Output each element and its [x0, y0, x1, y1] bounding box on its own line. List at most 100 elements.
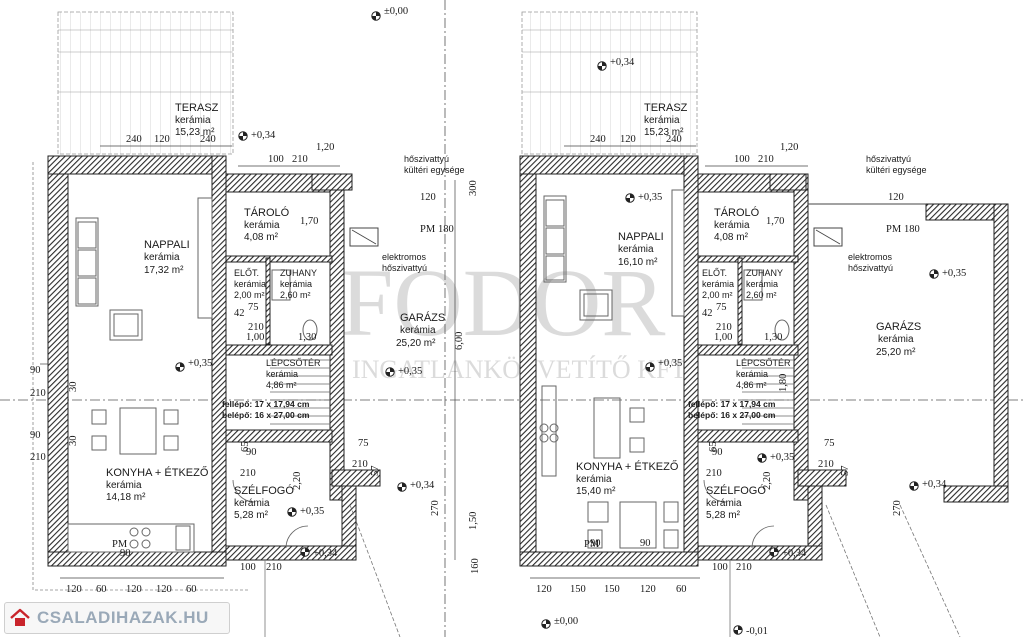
- level-label: +0,35: [638, 192, 662, 203]
- dim-label: 210: [736, 562, 752, 573]
- electric-heat-pump-note: elektromos: [848, 252, 893, 262]
- room-area: 4,86 m²: [266, 380, 297, 390]
- room-name: ZUHANY: [746, 268, 783, 278]
- dim-label: 1,30: [298, 332, 316, 343]
- level-marker-icon: [645, 362, 655, 372]
- site-badge[interactable]: CSALADIHAZAK.HU: [4, 602, 230, 634]
- dim-label: 90: [246, 447, 257, 458]
- level-label: +0,34: [922, 479, 947, 490]
- room-material: kerámia: [175, 115, 211, 126]
- dim-label: 2,20: [292, 472, 303, 490]
- room-lepcso-left: LÉPCSŐTÉR kerámia 4,86 m²: [266, 358, 321, 390]
- dim-label: 90: [120, 548, 131, 559]
- room-name: LÉPCSŐTÉR: [266, 358, 321, 368]
- room-area: 4,86 m²: [736, 380, 767, 390]
- dim-label: 42: [702, 308, 713, 319]
- room-area: 4,08 m²: [714, 232, 749, 243]
- dim-label: 180: [904, 224, 920, 235]
- room-area: 15,23 m²: [644, 127, 684, 138]
- room-material: kerámia: [144, 252, 180, 263]
- room-terasz-right: TERASZ kerámia 15,23 m²: [644, 102, 688, 138]
- dim-label: 90: [590, 538, 601, 549]
- dim-label: 2,20: [762, 472, 773, 490]
- room-area: 25,20 m²: [396, 338, 436, 349]
- step-rise-note: fellépő: 17 x 17,94 cm: [222, 399, 310, 409]
- dim-label: 1,20: [780, 142, 798, 153]
- heat-pump-unit: [349, 227, 379, 247]
- dim-label: 210: [266, 562, 282, 573]
- dim-label: 120: [620, 134, 636, 145]
- dim-label: PM: [420, 224, 436, 235]
- room-lepcso-right: LÉPCSŐTÉR kerámia 4,86 m²: [736, 358, 791, 390]
- dim-label: 120: [154, 134, 170, 145]
- room-material: kerámia: [400, 325, 436, 336]
- dim-label: 100: [268, 154, 284, 165]
- room-name: ELŐT.: [702, 268, 727, 278]
- level-label: +0,35: [188, 358, 212, 369]
- dim-label: 90: [712, 447, 723, 458]
- room-name: NAPPALI: [144, 239, 190, 251]
- room-area: 14,18 m²: [106, 492, 146, 503]
- sofa-furniture: [543, 189, 685, 321]
- level-marker-icon: [397, 482, 407, 492]
- dim-label: 120: [420, 192, 436, 203]
- room-name: KONYHA + ÉTKEZŐ: [106, 465, 209, 479]
- dimension-labels: 240 120 240 240 120 240 100 210 100 210 …: [30, 134, 920, 595]
- dim-label: 180: [438, 224, 454, 235]
- dim-label: 90: [30, 430, 41, 441]
- room-name: TÁROLÓ: [244, 206, 290, 219]
- dim-label: 210: [248, 322, 264, 333]
- dining-table: [91, 407, 179, 455]
- dim-label: 150: [570, 584, 586, 595]
- dim-label: 1,00: [714, 332, 732, 343]
- room-konyha-right: KONYHA + ÉTKEZŐ kerámia 15,40 m²: [576, 459, 679, 497]
- electric-heat-pump-note: hőszivattyú: [382, 263, 427, 273]
- dim-label: 1,70: [766, 216, 784, 227]
- site-badge-label: CSALADIHAZAK.HU: [37, 608, 209, 627]
- dim-label: PM: [584, 539, 600, 550]
- sofa-furniture: [75, 197, 213, 341]
- level-label: +0,35: [398, 366, 422, 377]
- dim-label: 75: [248, 302, 259, 313]
- dining-table: [539, 385, 645, 477]
- level-label: +0,34: [251, 130, 276, 141]
- terrace-deck: [57, 11, 234, 155]
- dim-label: 270: [430, 500, 441, 516]
- level-marker-icon: [371, 11, 381, 21]
- dim-label: 120: [536, 584, 552, 595]
- level-label: -0,01: [746, 626, 768, 637]
- notes: hőszivattyú kültéri egysége hőszivattyú …: [222, 154, 927, 420]
- dim-label: 30: [68, 436, 79, 447]
- room-material: kerámia: [702, 279, 734, 289]
- room-material: kerámia: [706, 498, 742, 509]
- room-name: ELŐT.: [234, 268, 259, 278]
- room-nappali-right: NAPPALI kerámia 16,10 m²: [618, 231, 664, 268]
- kitchen-counter: [67, 523, 195, 553]
- dim-label: 1,70: [300, 216, 318, 227]
- room-material: kerámia: [644, 115, 680, 126]
- room-area: 15,23 m²: [175, 127, 215, 138]
- dim-label: 150: [604, 584, 620, 595]
- dim-label: 57: [840, 466, 851, 477]
- room-name: GARÁZS: [400, 311, 445, 324]
- dim-label: 210: [30, 388, 46, 399]
- room-area: 16,10 m²: [618, 257, 658, 268]
- level-marker-icon: [929, 269, 939, 279]
- dim-label: 240: [126, 134, 142, 145]
- room-material: kerámia: [234, 498, 270, 509]
- dim-label: 1,30: [764, 332, 782, 343]
- room-material: kerámia: [714, 220, 750, 231]
- dim-label: 240: [590, 134, 606, 145]
- dim-label: 210: [292, 154, 308, 165]
- dim-label: 65: [708, 442, 719, 453]
- dim-label: 210: [706, 468, 722, 479]
- heat-pump-outdoor-note: hőszivattyú: [404, 154, 449, 164]
- room-material: kerámia: [244, 220, 280, 231]
- room-area: 25,20 m²: [876, 347, 916, 358]
- dim-label: 57: [370, 466, 381, 477]
- terrace-deck: [521, 11, 698, 155]
- heat-pump-outdoor-note: kültéri egysége: [866, 165, 927, 175]
- level-label: +0,34: [782, 548, 807, 559]
- dimension-lines: [40, 145, 808, 579]
